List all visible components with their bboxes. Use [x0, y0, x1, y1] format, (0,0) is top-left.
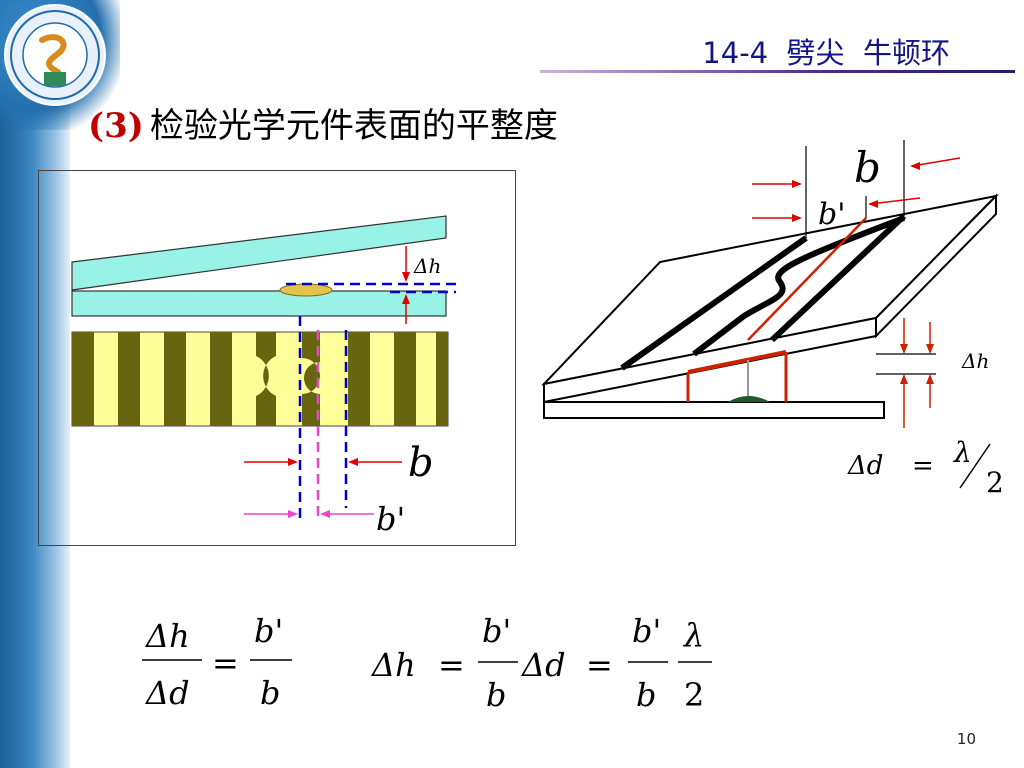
formula-left: Δh Δd = b' b — [142, 612, 292, 712]
formula-right-n3: λ — [682, 616, 704, 654]
header: 14-4 劈尖 牛顿环 — [540, 30, 1015, 76]
formula-left-rden: b — [260, 674, 280, 712]
formula-left-rnum: b' — [254, 612, 283, 650]
formula-left-eq: = — [212, 644, 239, 682]
formula-left-den: Δd — [144, 674, 190, 712]
right-delta-h-label: Δh — [961, 349, 989, 373]
left-b-label: b — [408, 440, 434, 486]
formula-right-n2: b' — [632, 612, 661, 650]
right-b-prime-label: b' — [818, 197, 845, 232]
header-rule — [540, 70, 1015, 73]
right-two: 2 — [986, 466, 1004, 499]
university-logo — [4, 4, 106, 106]
slide-title: 14-4 劈尖 牛顿环 — [702, 36, 950, 70]
formula-right-d1: b — [486, 676, 506, 714]
formula-right-d2: b — [636, 676, 656, 714]
left-b-prime-label: b' — [376, 500, 405, 538]
fringe-pattern — [71, 331, 449, 427]
formula-right-eq2: = — [586, 646, 613, 684]
section-number: (3) — [88, 106, 144, 146]
right-b-label: b — [854, 143, 881, 192]
formula-right-lhs: Δh — [370, 646, 416, 684]
formula-right-eq1: = — [438, 646, 465, 684]
slide-number: 10 — [956, 730, 976, 748]
formula-right-d3: 2 — [684, 676, 704, 714]
left-delta-h-label: Δh — [413, 254, 441, 278]
left-figure-frame — [38, 170, 516, 546]
section-title: 检验光学元件表面的平整度 — [149, 106, 558, 146]
formula-right-n1: b' — [482, 612, 511, 650]
formula-right-mid: Δd — [520, 646, 566, 684]
right-delta-d-label: Δd — [847, 451, 883, 481]
right-lambda: λ — [953, 436, 972, 469]
right-eq-sign: = — [912, 451, 934, 481]
top-glass-plate — [71, 215, 447, 291]
bottom-glass-plate — [71, 290, 447, 317]
base-plate — [543, 401, 885, 419]
formula-left-num: Δh — [144, 617, 190, 655]
base-bump — [728, 396, 770, 402]
formula-right: Δh = b' b Δd = b' b λ 2 — [370, 612, 712, 714]
section-heading: (3)检验光学元件表面的平整度 — [88, 98, 558, 147]
